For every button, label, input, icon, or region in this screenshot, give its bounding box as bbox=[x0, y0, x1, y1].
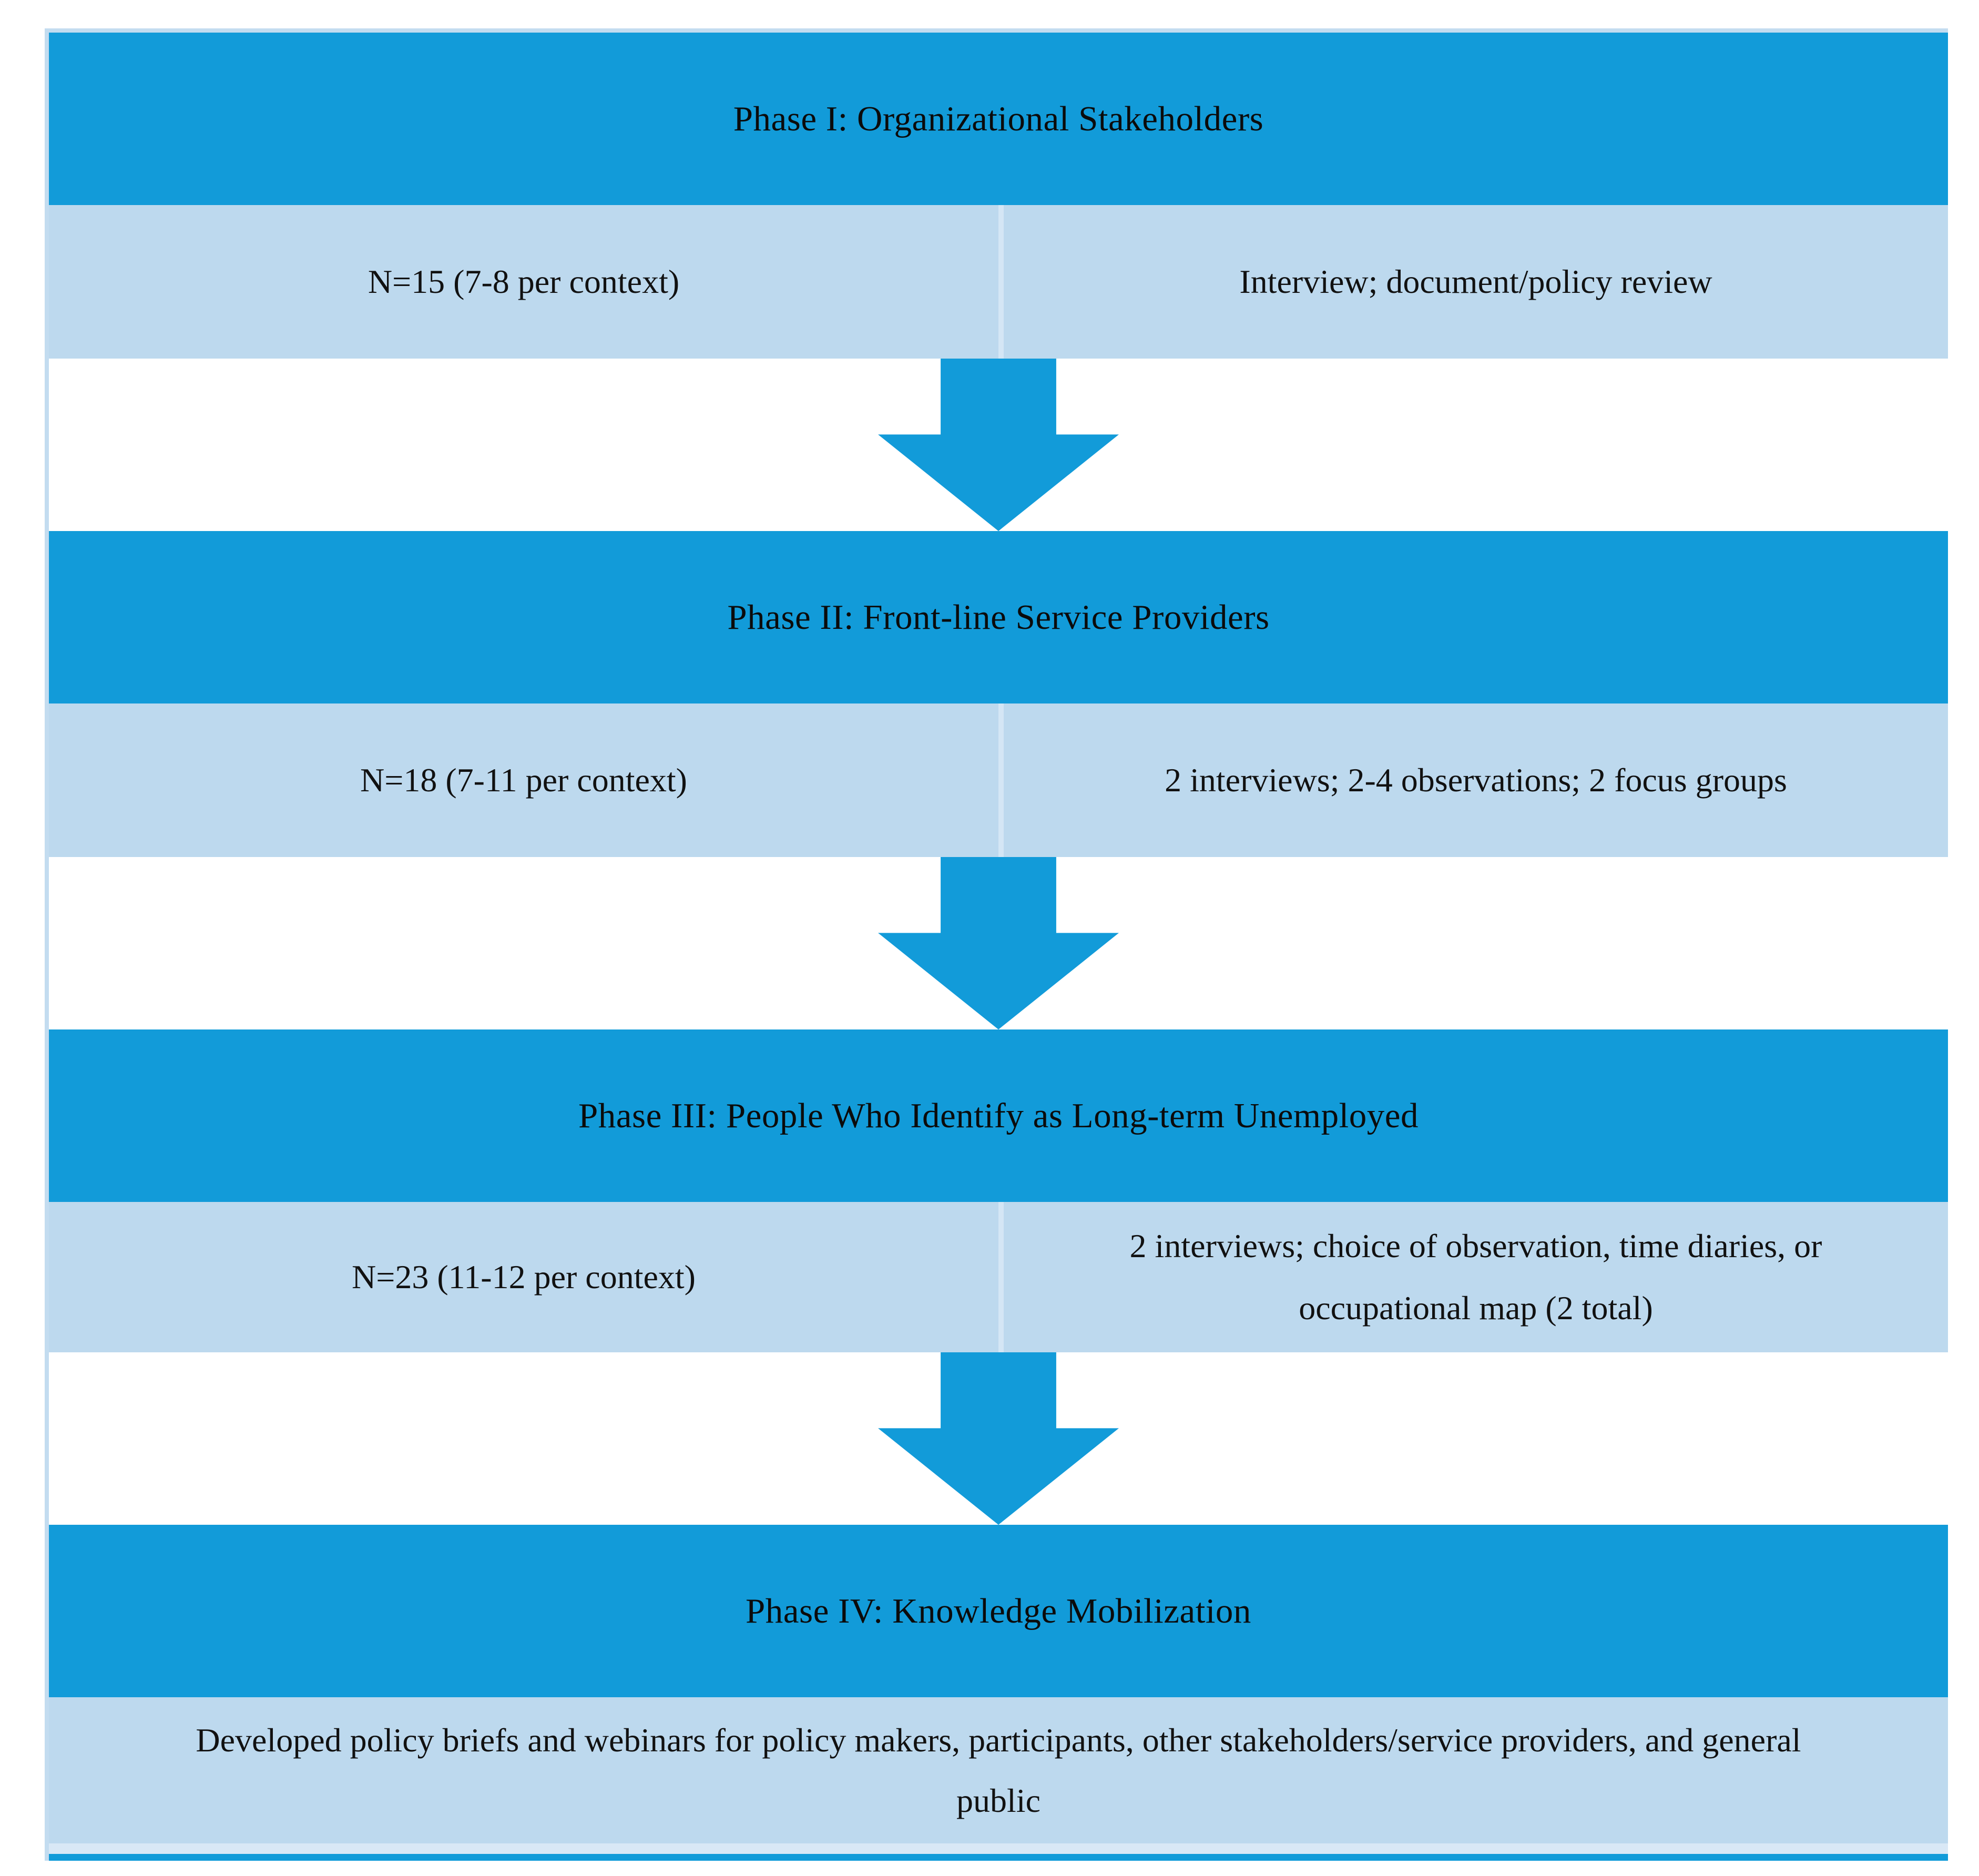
down-arrow-icon bbox=[878, 857, 1119, 1029]
phase3-sample-cell: N=23 (11-12 per context) bbox=[352, 1258, 696, 1296]
down-arrow-icon bbox=[878, 1352, 1119, 1525]
phase2-header: Phase II: Front-line Service Providers bbox=[49, 531, 1948, 704]
phase1-header: Phase I: Organizational Stakeholders bbox=[49, 33, 1948, 205]
phase3-header: Phase III: People Who Identify as Long-t… bbox=[49, 1029, 1948, 1202]
phase2-row: N=18 (7-11 per context) 2 interviews; 2-… bbox=[49, 704, 1948, 857]
phase4-description-row: Developed policy briefs and webinars for… bbox=[49, 1697, 1948, 1843]
arrow-gap-3 bbox=[49, 1352, 1948, 1525]
study-design-flowchart: Phase I: Organizational Stakeholders N=1… bbox=[45, 28, 1948, 1861]
phase2-methods-cell: 2 interviews; 2-4 observations; 2 focus … bbox=[998, 704, 1948, 857]
phase4-title: Phase IV: Knowledge Mobilization bbox=[746, 1591, 1251, 1630]
phase2-sample-cell: N=18 (7-11 per context) bbox=[360, 761, 687, 799]
phase1-methods-cell: Interview; document/policy review bbox=[998, 205, 1948, 359]
phase4-header: Phase IV: Knowledge Mobilization bbox=[49, 1525, 1948, 1697]
phase1-row: N=15 (7-8 per context) Interview; docume… bbox=[49, 205, 1948, 359]
bottom-blue-bar bbox=[49, 1854, 1948, 1861]
bottom-light-strip bbox=[49, 1843, 1948, 1854]
phase3-methods-cell: 2 interviews; choice of observation, tim… bbox=[998, 1202, 1948, 1352]
phase1-sample-cell: N=15 (7-8 per context) bbox=[368, 262, 680, 300]
arrow-gap-2 bbox=[49, 857, 1948, 1029]
down-arrow-icon bbox=[878, 359, 1119, 531]
phase2-title: Phase II: Front-line Service Providers bbox=[727, 597, 1270, 637]
phase3-title: Phase III: People Who Identify as Long-t… bbox=[578, 1096, 1419, 1135]
phase3-row: N=23 (11-12 per context) 2 interviews; c… bbox=[49, 1202, 1948, 1352]
arrow-gap-1 bbox=[49, 359, 1948, 531]
phase1-title: Phase I: Organizational Stakeholders bbox=[733, 99, 1264, 138]
